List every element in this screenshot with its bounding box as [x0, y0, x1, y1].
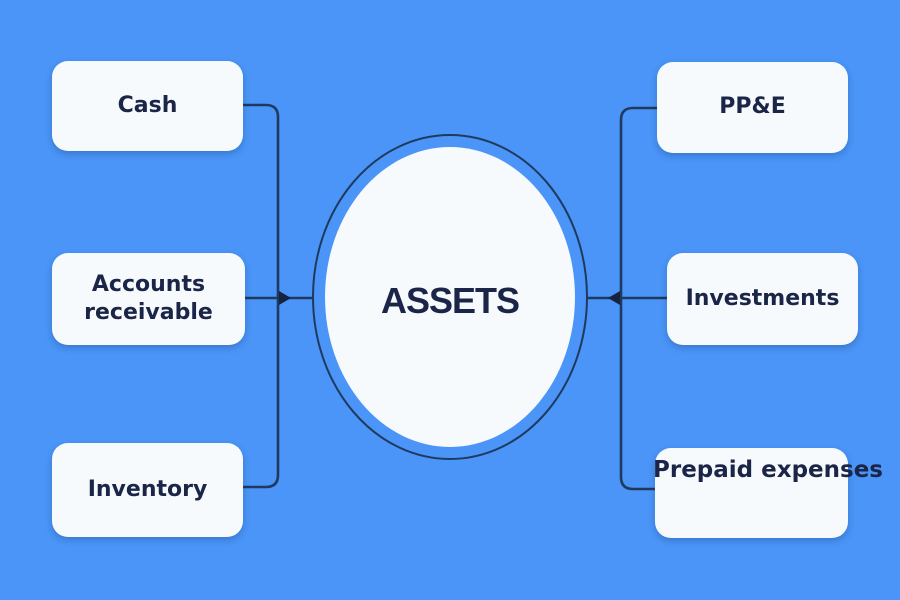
- node-ppe: PP&E: [657, 62, 848, 153]
- node-prepaid-expenses: Prepaid expenses: [653, 448, 883, 538]
- node-prepaid-expenses-label: Prepaid expenses: [653, 457, 883, 483]
- node-inventory-label: Inventory: [87, 476, 208, 502]
- node-ppe-label: PP&E: [719, 94, 786, 120]
- node-accounts-receivable: Accounts receivable: [52, 253, 245, 345]
- center-node-circle: [325, 147, 575, 447]
- node-accounts-receivable-label: Accounts receivable: [84, 271, 213, 325]
- node-cash-label: Cash: [117, 92, 178, 118]
- node-cash: Cash: [52, 61, 243, 151]
- left-branch-connector: [243, 103, 280, 489]
- right-arrowhead-icon: [608, 291, 620, 305]
- left-arrowhead-icon: [279, 291, 291, 305]
- node-investments: Investments: [667, 253, 858, 345]
- node-inventory: Inventory: [52, 443, 243, 537]
- center-node-label: ASSETS: [380, 280, 520, 321]
- center-node-ring: [312, 134, 588, 460]
- node-investments-label: Investments: [685, 285, 840, 311]
